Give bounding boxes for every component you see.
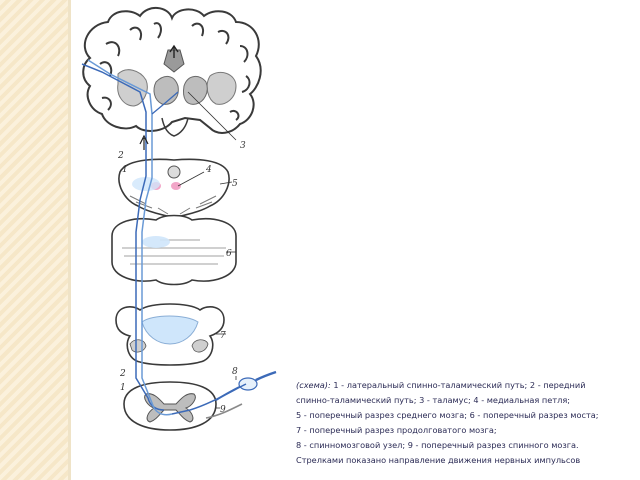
cortex-folds xyxy=(99,22,251,121)
olive-left xyxy=(129,339,147,353)
pointer-5 xyxy=(219,181,233,185)
label-4: 4 xyxy=(205,165,212,175)
lateral-pathway xyxy=(81,63,165,411)
midbrain-striations xyxy=(129,195,217,215)
grey-matter-inner xyxy=(117,69,237,107)
aqueduct xyxy=(167,165,181,179)
pons-section xyxy=(111,214,237,286)
ventricle-arrow xyxy=(169,44,179,58)
label-6: 6 xyxy=(226,249,232,259)
medulla-fourth-ventricle xyxy=(141,315,199,345)
thalamus-relay xyxy=(151,91,179,115)
label-pointers xyxy=(177,91,237,409)
olive-right xyxy=(191,339,209,353)
label-7: 7 xyxy=(220,331,226,341)
spinal-grey-matter xyxy=(144,393,196,423)
label-8: 8 xyxy=(232,367,238,377)
pons-outline xyxy=(111,214,237,286)
caption-line-3: 5 - поперечный разрез среднего мозга; 6 … xyxy=(296,410,599,420)
label-9: 9 xyxy=(220,405,226,415)
band-edge xyxy=(68,0,71,480)
caption-line-1-text: 1 - латеральный спинно-таламический путь… xyxy=(330,380,586,390)
medulla-section xyxy=(115,303,225,366)
spinothalamic-pathways xyxy=(81,59,247,416)
label-3: 3 xyxy=(240,141,246,151)
caption-line-1: (схема): 1 - латеральный спинно-таламиче… xyxy=(296,378,632,393)
midbrain-section xyxy=(118,158,230,219)
figure-caption: (схема): 1 - латеральный спинно-таламиче… xyxy=(296,378,632,468)
brain-coronal-section xyxy=(82,7,262,137)
label-2-lower: 2 xyxy=(119,369,126,379)
pointer-4 xyxy=(177,171,205,187)
caption-line-5: 8 - спинномозговой узел; 9 - поперечный … xyxy=(296,440,579,450)
caption-line-2: спинно-таламический путь; 3 - таламус; 4… xyxy=(296,395,571,405)
spinothalamic-pathway-diagram: 2 1 3 4 5 6 7 2 1 8 9 xyxy=(60,0,290,450)
label-5: 5 xyxy=(232,179,238,189)
diagram-svg: 2 1 3 4 5 6 7 2 1 8 9 xyxy=(81,7,277,431)
peripheral-nerve xyxy=(255,370,277,382)
pons-highlight xyxy=(142,236,170,248)
pointer-3 xyxy=(187,91,237,141)
spinal-ganglion xyxy=(238,377,258,391)
label-1-lower: 1 xyxy=(120,383,126,393)
medial-lemniscus-right xyxy=(171,182,181,190)
caption-line-6: Стрелками показано направление движения … xyxy=(296,455,581,465)
upward-arrow xyxy=(139,134,149,150)
midbrain-highlight xyxy=(132,177,160,191)
pons-fibers xyxy=(122,239,226,265)
caption-lead: (схема): xyxy=(296,380,331,390)
ventral-root xyxy=(205,403,243,419)
caption-line-4: 7 - поперечный разрез продолговатого моз… xyxy=(296,425,497,435)
label-1-upper: 1 xyxy=(122,165,128,175)
ganglion-to-cord-fiber xyxy=(171,383,247,415)
label-2-upper: 2 xyxy=(117,151,124,161)
diagram-labels: 2 1 3 4 5 6 7 2 1 8 9 xyxy=(117,141,246,415)
brainstem-top xyxy=(161,117,189,137)
decorative-side-band xyxy=(0,0,71,480)
band-stripes xyxy=(0,0,68,480)
spinal-cord-section xyxy=(123,370,277,431)
thalamus xyxy=(153,76,208,105)
ventricle xyxy=(163,49,185,73)
